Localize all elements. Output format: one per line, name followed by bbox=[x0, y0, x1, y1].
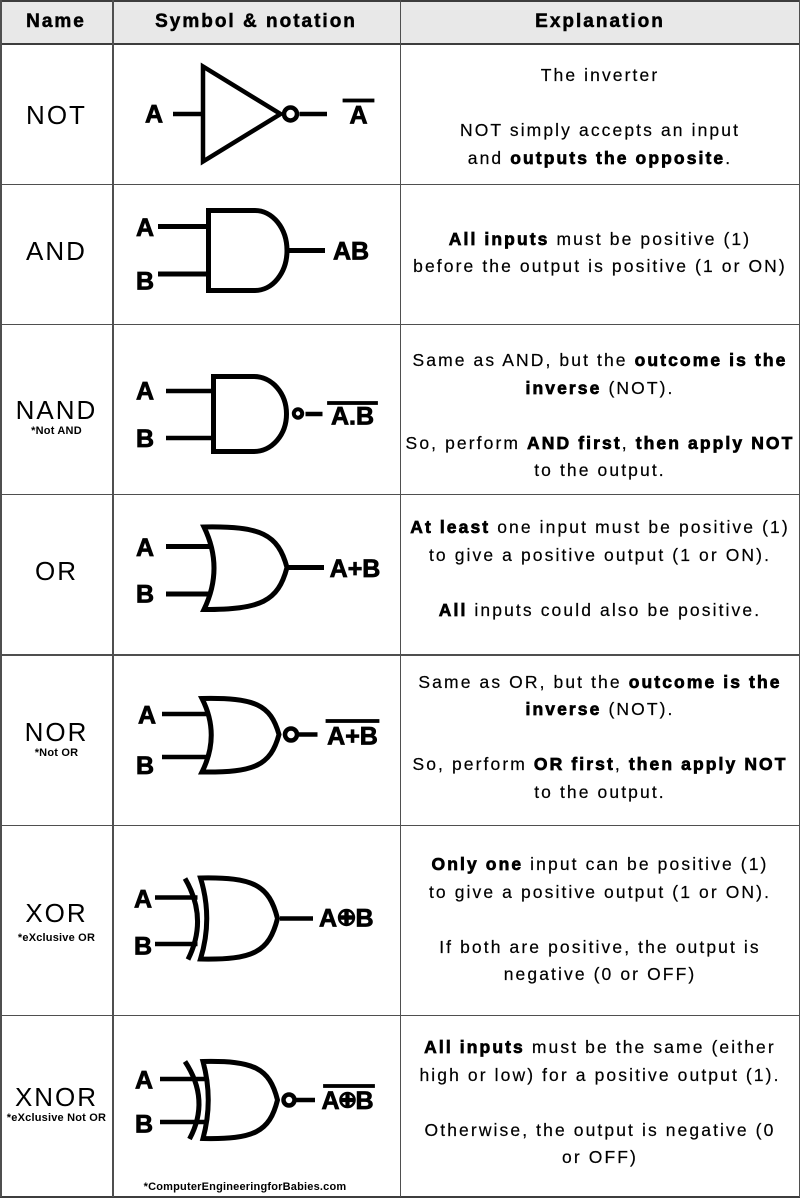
svg-text:A+B: A+B bbox=[327, 723, 378, 751]
svg-text:A: A bbox=[136, 214, 154, 242]
svg-text:B: B bbox=[136, 268, 154, 296]
svg-text:B: B bbox=[136, 581, 154, 609]
svg-text:B: B bbox=[355, 1087, 373, 1115]
svg-text:A: A bbox=[134, 886, 152, 914]
svg-text:A: A bbox=[135, 1067, 153, 1095]
svg-text:A: A bbox=[321, 1087, 339, 1115]
svg-text:A: A bbox=[136, 378, 154, 406]
svg-text:B: B bbox=[136, 752, 154, 780]
svg-text:A: A bbox=[136, 534, 154, 562]
svg-text:B: B bbox=[136, 425, 154, 453]
svg-text:A: A bbox=[145, 101, 163, 129]
svg-text:A: A bbox=[138, 702, 156, 730]
svg-text:B: B bbox=[355, 905, 373, 933]
svg-text:B: B bbox=[135, 1111, 153, 1139]
svg-text:B: B bbox=[134, 933, 152, 961]
svg-text:A: A bbox=[319, 905, 337, 933]
svg-text:A+B: A+B bbox=[330, 555, 381, 583]
svg-text:A: A bbox=[349, 102, 367, 130]
svg-text:A.B: A.B bbox=[331, 403, 374, 431]
svg-text:AB: AB bbox=[333, 238, 369, 266]
